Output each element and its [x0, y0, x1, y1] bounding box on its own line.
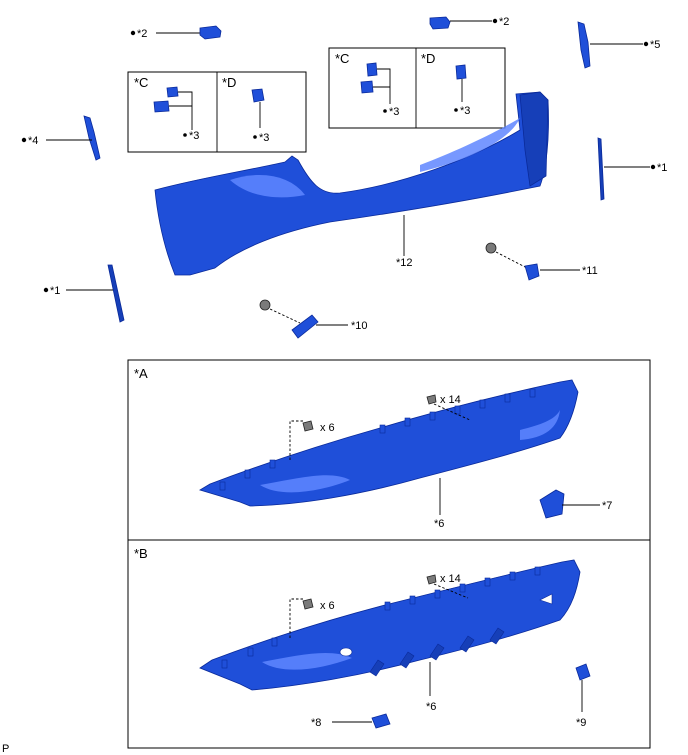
bullet-icon: [21, 137, 27, 143]
bracket-part-icon: [83, 115, 101, 161]
inset-label-c: *C: [134, 75, 148, 90]
callout-6-a: *6: [434, 518, 444, 530]
callout-12: *12: [396, 257, 413, 269]
qty-6-label: x 6: [320, 600, 335, 612]
reflector-part-icon: [107, 264, 125, 323]
panel-b: *B x 14 x 6 *6 *8 *: [127, 539, 651, 749]
clip-part-icon: [199, 25, 222, 40]
inset-label-d: *D: [421, 51, 435, 66]
bullet-icon: [650, 164, 656, 170]
panel-b-title: *B: [134, 546, 148, 561]
strip-part-icon: [577, 21, 591, 69]
callout-2-right: *2: [499, 16, 509, 28]
bullet-icon: [43, 287, 49, 293]
panel-a: *A x 14 x 6 *6 *7: [127, 359, 651, 541]
inset-label-d: *D: [222, 75, 236, 90]
bullet-icon: [130, 30, 136, 36]
callout-3-c: *3: [189, 130, 199, 142]
panel-a-title: *A: [134, 366, 148, 381]
clip-fastener-icon: [426, 574, 437, 585]
bracket-part-icon: [539, 489, 565, 519]
qty-6-label: x 6: [320, 422, 335, 434]
footer-code: P: [2, 743, 9, 755]
part-1-right: *1: [597, 137, 667, 201]
callout-3-d: *3: [259, 132, 269, 144]
callout-1-left: *1: [50, 285, 60, 297]
part-5: *5: [577, 21, 660, 69]
callout-7: *7: [602, 500, 612, 512]
inset-label-c: *C: [335, 51, 349, 66]
cover-part-icon: [371, 713, 391, 729]
bracket-part-icon: [291, 314, 319, 339]
callout-3-d: *3: [460, 105, 470, 117]
cover-part-icon: [575, 663, 591, 681]
callout-8: *8: [311, 717, 321, 729]
lower-spoiler-shape: [199, 379, 579, 507]
screw-icon: [259, 299, 271, 311]
callout-3-c: *3: [389, 106, 399, 118]
bullet-icon: [492, 18, 498, 24]
inset-box-left: *C *D *3 *3: [127, 71, 307, 153]
clip-fastener-icon: [302, 420, 314, 432]
inset-box-right: *C *D *3 *3: [328, 47, 506, 129]
part-11: *11: [485, 242, 598, 281]
callout-10: *10: [351, 320, 368, 332]
part-4: *4: [21, 115, 101, 161]
part-2-right: *2: [429, 16, 509, 30]
callout-5: *5: [650, 39, 660, 51]
callout-9: *9: [576, 717, 586, 729]
callout-11: *11: [582, 265, 598, 277]
callout-6-b: *6: [426, 701, 436, 713]
bullet-icon: [643, 41, 649, 47]
part-1-left: *1: [43, 264, 125, 323]
qty-14-label: x 14: [440, 573, 461, 585]
callout-1-right: *1: [657, 162, 667, 174]
part-12-bumper-cover: *12: [154, 91, 549, 276]
screw-icon: [485, 242, 497, 254]
lower-spoiler-shape: [199, 559, 581, 691]
clip-part-icon: [429, 16, 451, 30]
qty-14-label: x 14: [440, 394, 461, 406]
part-2-left: *2: [130, 25, 222, 40]
reflector-part-icon: [597, 137, 605, 201]
clip-fastener-icon: [302, 598, 314, 610]
part-10: *10: [259, 299, 368, 339]
callout-2-left: *2: [137, 28, 147, 40]
callout-4: *4: [28, 135, 38, 147]
clip-fastener-icon: [426, 394, 437, 405]
bracket-part-icon: [524, 263, 540, 281]
